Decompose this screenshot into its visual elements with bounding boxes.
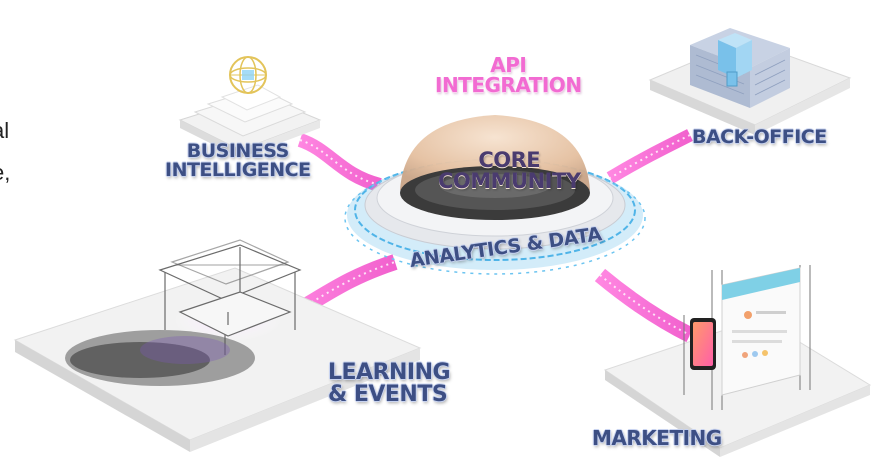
label-marketing: MARKETING (592, 426, 722, 450)
label-back-office: BACK-OFFICE (692, 126, 827, 148)
cut-off-text-1: al (0, 118, 10, 143)
connector-marketing (594, 268, 694, 343)
globe-icon (229, 56, 267, 94)
smartphone-icon (683, 315, 716, 395)
back-office-building (648, 28, 852, 135)
label-business-intelligence: BUSINESS INTELLIGENCE (165, 140, 311, 181)
crowd-learning (65, 330, 255, 386)
core-community-stadium (344, 115, 646, 275)
stage-truss (158, 239, 302, 355)
cut-off-text-2: e, (0, 160, 11, 185)
business-intelligence-pyramid (178, 84, 322, 158)
connector-backoffice (606, 129, 693, 184)
marketing-screen (711, 265, 811, 410)
label-learning-events: LEARNING & EVENTS (328, 360, 451, 407)
label-api-integration: API INTEGRATION (435, 53, 582, 97)
connector-bi (297, 133, 382, 192)
label-core-community: CORE COMMUNITY (438, 148, 581, 193)
